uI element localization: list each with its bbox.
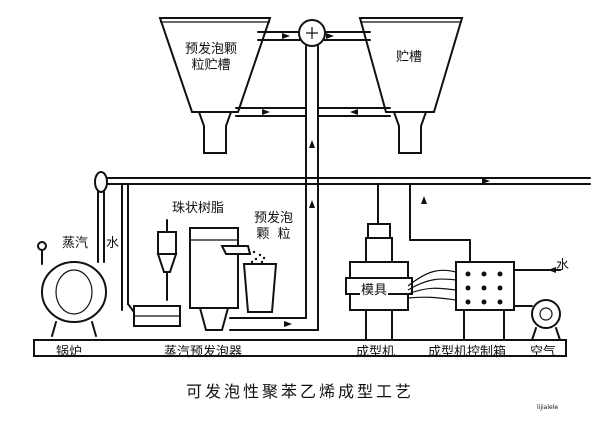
boiler-label: 锅炉 <box>56 345 83 360</box>
control-box-unit <box>407 261 561 341</box>
pneumatic-riser-pipe <box>229 45 319 331</box>
diagram-caption: 可发泡性聚苯乙烯成型工艺 <box>185 382 414 401</box>
steam-header <box>97 177 591 185</box>
storage-bin-label: 贮槽 <box>396 50 423 65</box>
steam-prefoamer-label: 蒸汽预发泡器 <box>164 345 243 360</box>
watermark-text: lijialele <box>537 404 559 411</box>
prefoam-bin-label: 预发泡颗 粒贮槽 <box>185 42 237 74</box>
water-left-label: 水 <box>106 236 120 251</box>
water-right-label: 水 <box>556 258 570 273</box>
steam-label: 蒸汽 <box>62 236 89 251</box>
bead-resin-label: 珠状树脂 <box>172 201 225 216</box>
transfer-line <box>257 19 371 47</box>
prefoamed-beads-label: 预发泡 颗 粒 <box>254 211 293 243</box>
prefoamed-beads-text: 预发泡 颗 粒 <box>254 211 294 242</box>
storage-bin-tank <box>358 17 464 154</box>
air-label: 空气 <box>530 345 557 360</box>
steam-prefoamer-unit <box>127 219 278 331</box>
molding-machine-unit <box>345 183 471 341</box>
prefoam-bin-text: 预发泡颗 粒贮槽 <box>185 42 238 73</box>
boiler-unit <box>37 171 129 337</box>
mold-label: 模具 <box>360 279 389 298</box>
control-box-label: 成型机控制箱 <box>428 345 507 360</box>
molding-machine-label: 成型机 <box>356 345 396 360</box>
prefoam-bin-tank <box>158 17 272 154</box>
base-platform <box>33 339 567 357</box>
upper-duct <box>235 107 391 117</box>
air-compressor-unit <box>513 299 561 341</box>
